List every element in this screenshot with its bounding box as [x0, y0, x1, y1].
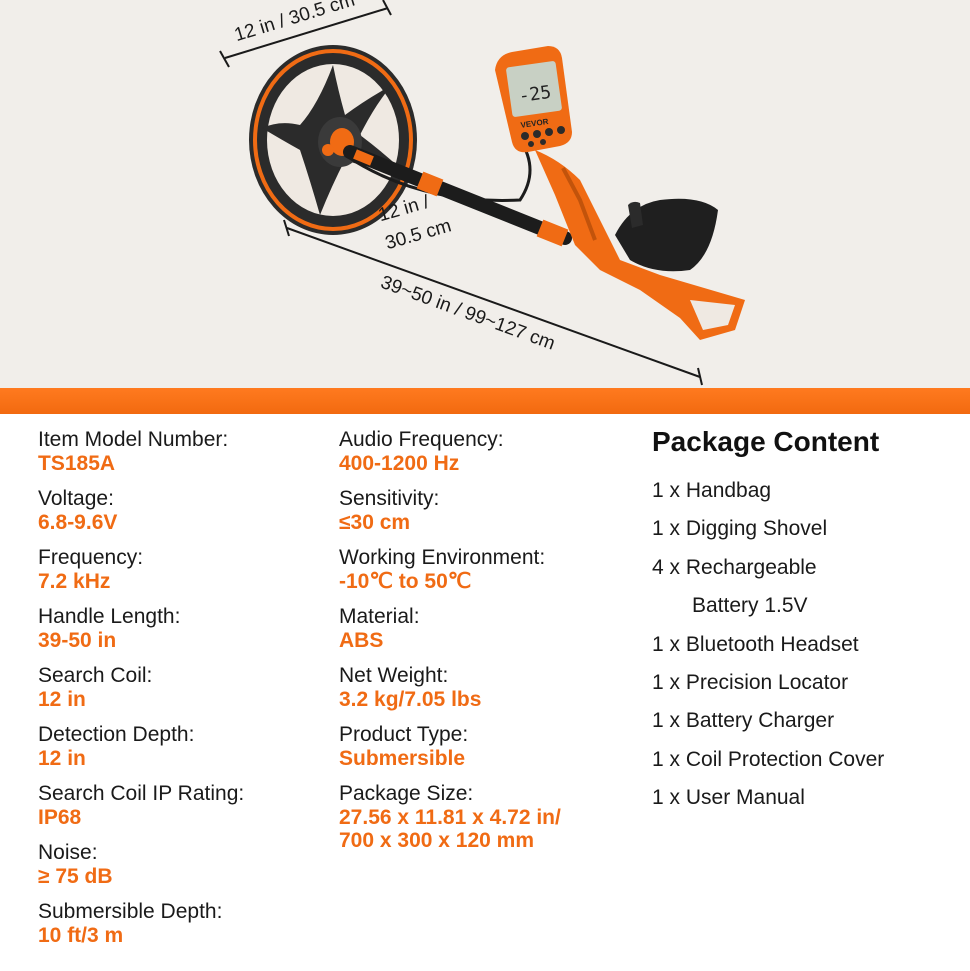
spec-value: IP68	[38, 806, 82, 829]
spec-handle-length: Handle Length: 39-50 in	[38, 605, 328, 652]
spec-ip-rating: Search Coil IP Rating: IP68	[38, 782, 328, 829]
spec-noise: Noise: ≥ 75 dB	[38, 841, 328, 888]
specs-middle-column: Audio Frequency: 400-1200 Hz Sensitivity…	[339, 428, 639, 864]
spec-label: Sensitivity:	[339, 487, 440, 510]
spec-audio-frequency: Audio Frequency: 400-1200 Hz	[339, 428, 639, 475]
spec-value: TS185A	[38, 452, 116, 475]
spec-value: 12 in	[38, 688, 86, 711]
package-item-continuation: Battery 1.5V	[692, 594, 808, 618]
package-item: 1 x Digging Shovel	[652, 517, 828, 541]
package-item: 1 x User Manual	[652, 786, 805, 810]
spec-detection-depth: Detection Depth: 12 in	[38, 723, 328, 770]
spec-value: 12 in	[38, 747, 86, 770]
package-item: 4 x Rechargeable Battery 1.5V	[652, 549, 962, 626]
spec-label: Net Weight:	[339, 664, 449, 687]
spec-voltage: Voltage: 6.8-9.6V	[38, 487, 328, 534]
spec-label: Submersible Depth:	[38, 900, 223, 923]
handle	[535, 150, 745, 340]
spec-label: Search Coil IP Rating:	[38, 782, 245, 805]
package-item: 1 x Precision Locator	[652, 671, 849, 695]
package-item-text: 4 x Rechargeable	[652, 555, 817, 579]
spec-label: Material:	[339, 605, 420, 628]
spec-submersible-depth: Submersible Depth: 10 ft/3 m	[38, 900, 328, 947]
spec-label: Frequency:	[38, 546, 144, 569]
package-item: 1 x Battery Charger	[652, 709, 835, 733]
spec-value: -10℃ to 50℃	[339, 570, 472, 593]
spec-label: Item Model Number:	[38, 428, 229, 451]
shaft	[343, 145, 572, 247]
spec-search-coil: Search Coil: 12 in	[38, 664, 328, 711]
search-coil	[249, 45, 417, 235]
spec-value-line2: 700 x 300 x 120 mm	[339, 829, 534, 852]
spec-value: 6.8-9.6V	[38, 511, 118, 534]
metal-detector-illustration: -25 VEVOR	[219, 0, 745, 386]
brand-logo: VEVOR	[520, 117, 549, 130]
spec-value: ≤30 cm	[339, 511, 411, 534]
spec-value: 3.2 kg/7.05 lbs	[339, 688, 482, 711]
spec-value: 7.2 kHz	[38, 570, 111, 593]
package-item: 1 x Handbag	[652, 479, 772, 502]
package-content: Package Content 1 x Handbag 1 x Digging …	[652, 426, 962, 818]
spec-sensitivity: Sensitivity: ≤30 cm	[339, 487, 639, 534]
package-title: Package Content	[652, 426, 880, 457]
spec-value: ≥ 75 dB	[38, 865, 113, 888]
spec-label: Audio Frequency:	[339, 428, 504, 451]
spec-label: Working Environment:	[339, 546, 546, 569]
package-item: 1 x Coil Protection Cover	[652, 747, 885, 771]
display-readout: -25	[517, 82, 552, 107]
product-hero: -25 VEVOR 12 in / 30.5 cm 12 in / 30.5 c…	[0, 0, 970, 388]
spec-label: Handle Length:	[38, 605, 181, 628]
spec-label: Voltage:	[38, 487, 114, 510]
accent-band	[0, 388, 970, 414]
spec-label: Detection Depth:	[38, 723, 195, 746]
spec-value: Submersible	[339, 747, 466, 770]
spec-label: Product Type:	[339, 723, 469, 746]
spec-model: Item Model Number: TS185A	[38, 428, 328, 475]
control-box: -25 VEVOR	[495, 46, 572, 153]
spec-value: ABS	[339, 629, 384, 652]
cable	[344, 139, 532, 202]
spec-net-weight: Net Weight: 3.2 kg/7.05 lbs	[339, 664, 639, 711]
spec-value: 10 ft/3 m	[38, 924, 124, 947]
spec-frequency: Frequency: 7.2 kHz	[38, 546, 328, 593]
spec-value: 27.56 x 11.81 x 4.72 in/	[339, 806, 561, 829]
spec-value: 39-50 in	[38, 629, 117, 652]
spec-material: Material: ABS	[339, 605, 639, 652]
spec-product-type: Product Type: Submersible	[339, 723, 639, 770]
length-line	[283, 219, 703, 386]
spec-label: Noise:	[38, 841, 98, 864]
specs-left-column: Item Model Number: TS185A Voltage: 6.8-9…	[38, 428, 328, 959]
package-item: 1 x Bluetooth Headset	[652, 632, 859, 656]
spec-label: Package Size:	[339, 782, 474, 805]
coil-diameter-line	[219, 0, 392, 68]
spec-label: Search Coil:	[38, 664, 153, 687]
spec-value: 400-1200 Hz	[339, 452, 460, 475]
spec-package-size: Package Size: 27.56 x 11.81 x 4.72 in/ 7…	[339, 782, 639, 852]
spec-working-environment: Working Environment: -10℃ to 50℃	[339, 546, 639, 593]
